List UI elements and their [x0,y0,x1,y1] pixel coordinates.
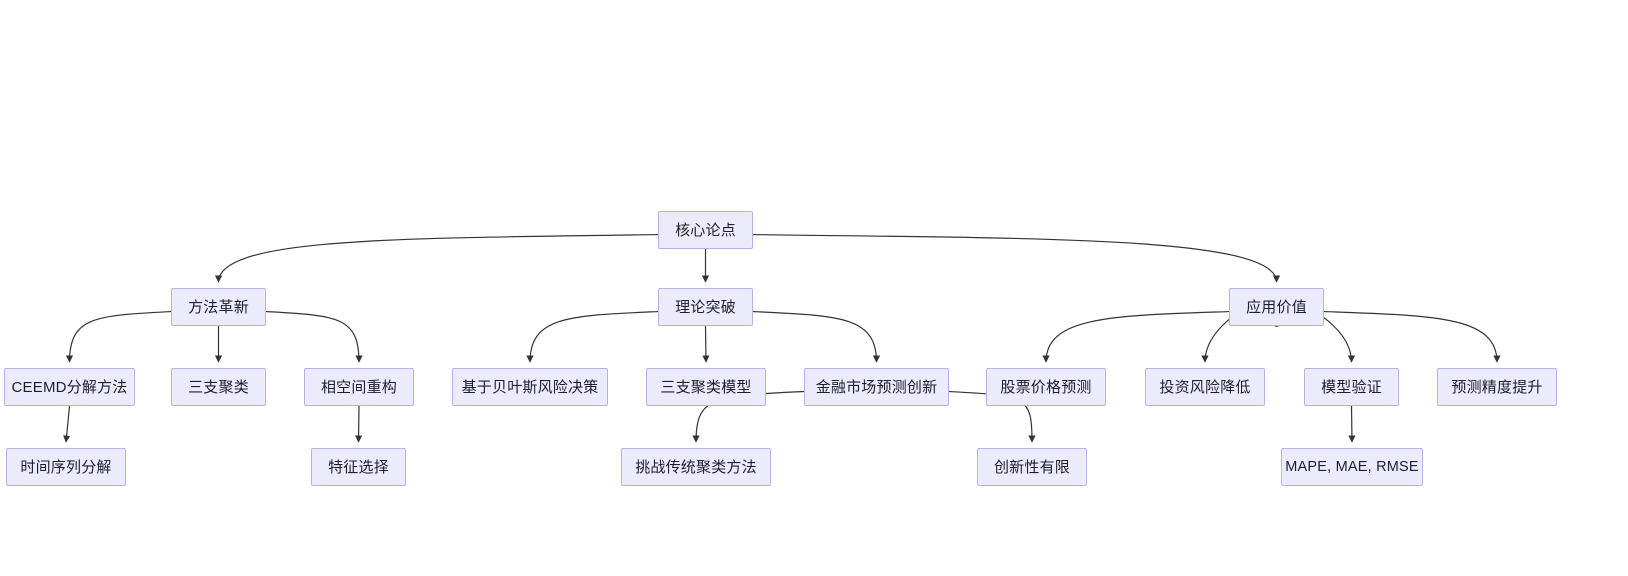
diagram-node-l2g[interactable]: 股票价格预测 [986,368,1106,406]
diagram-node-l2f[interactable]: 金融市场预测创新 [804,368,949,406]
edge-l2c-to-l3b [354,405,363,443]
diagram-node-l2h[interactable]: 投资风险降低 [1145,368,1265,406]
edge-l1b-to-l2f [752,310,881,363]
edge-l1a-to-l2c [265,310,363,363]
diagram-node-l3b[interactable]: 特征选择 [311,448,406,486]
edge-l1a-to-l2a [65,310,172,363]
edge-l2i-to-l3e [1348,405,1356,443]
diagram-node-l1a[interactable]: 方法革新 [171,288,266,326]
edge-root-to-l1c [752,233,1281,283]
diagram-node-l2d[interactable]: 基于贝叶斯风险决策 [452,368,608,406]
diagram-node-l3d[interactable]: 创新性有限 [977,448,1087,486]
diagram-node-l2i[interactable]: 模型验证 [1304,368,1399,406]
diagram-node-root[interactable]: 核心论点 [658,211,753,249]
edge-l1b-to-l2d [526,310,659,363]
diagram-node-l2b[interactable]: 三支聚类 [171,368,266,406]
diagram-node-l3c[interactable]: 挑战传统聚类方法 [621,448,771,486]
edge-root-to-l1a [214,233,659,283]
edge-l1c-to-l2g [1042,310,1230,363]
diagram-node-l2a[interactable]: CEEMD分解方法 [4,368,135,406]
diagram-node-l1b[interactable]: 理论突破 [658,288,753,326]
diagram-node-l2c[interactable]: 相空间重构 [304,368,414,406]
diagram-node-l3a[interactable]: 时间序列分解 [6,448,126,486]
diagram-node-l2j[interactable]: 预测精度提升 [1437,368,1557,406]
diagram-node-l3e[interactable]: MAPE, MAE, RMSE [1281,448,1423,486]
diagram-node-l1c[interactable]: 应用价值 [1229,288,1324,326]
diagram-node-l2e[interactable]: 三支聚类模型 [646,368,766,406]
edge-l1c-to-l2j [1323,310,1501,363]
edge-l1b-to-l2e [702,325,710,363]
edge-l2a-to-l3a [63,405,71,443]
